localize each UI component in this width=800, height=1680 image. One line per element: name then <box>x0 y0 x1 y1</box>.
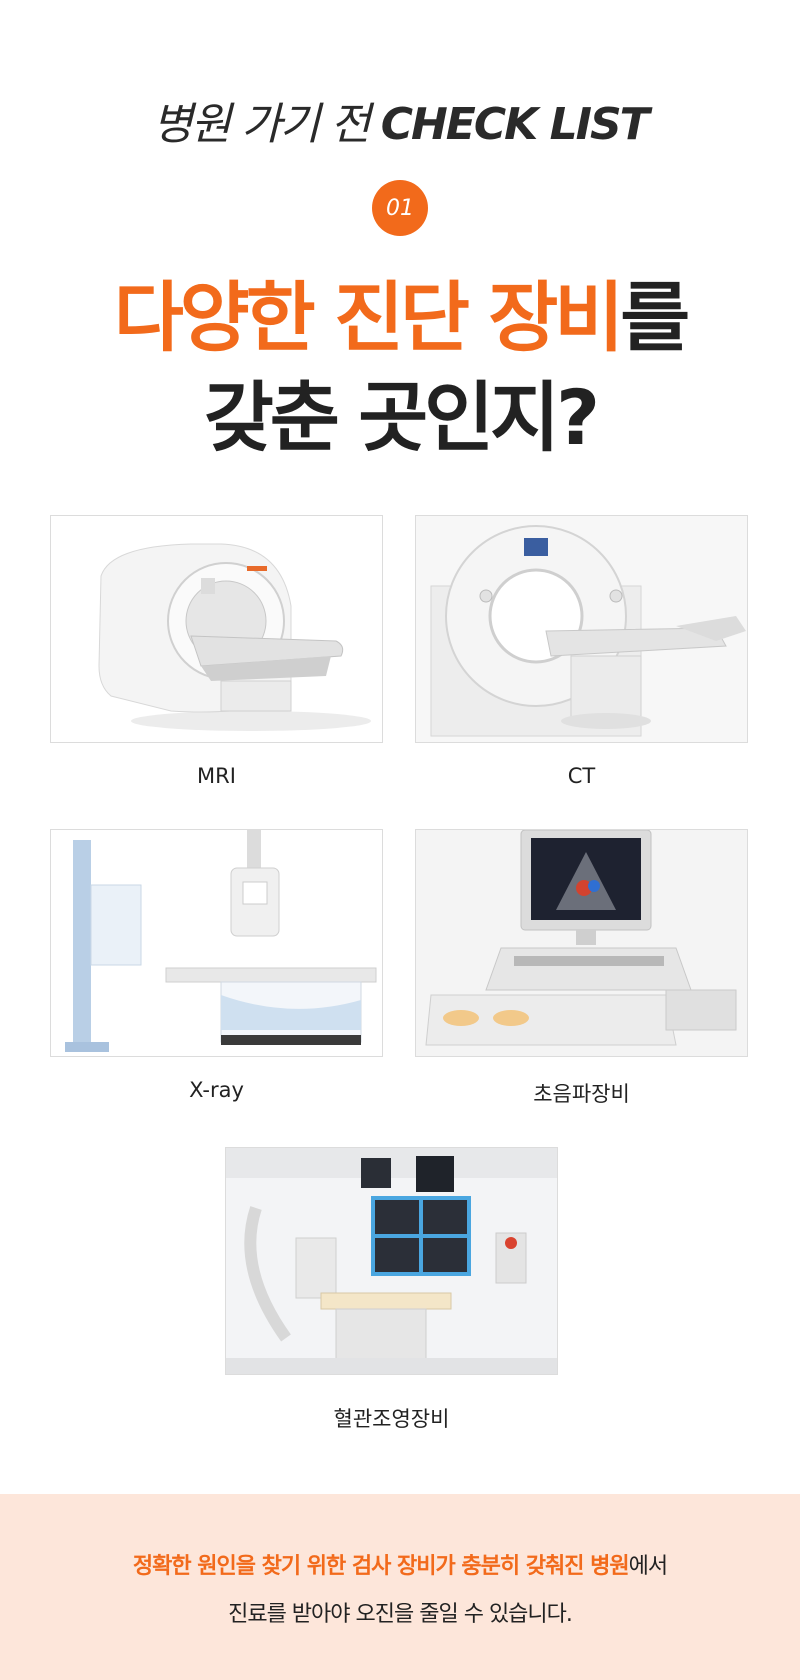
angiography-image <box>225 1147 558 1375</box>
summary-band <box>0 1494 800 1680</box>
headline-line1: 다양한 진단 장비를 <box>0 268 800 368</box>
title-light: 병원 가기 전 <box>152 99 370 150</box>
headline-line2: 갖춘 곳인지? <box>203 373 600 462</box>
headline-suffix: 를 <box>620 273 690 362</box>
ultrasound-machine-photo-icon <box>416 830 747 1056</box>
ct-label: CT <box>567 764 596 788</box>
xray-image <box>50 829 383 1057</box>
summary-line2: 진료를 받아야 오진을 줄일 수 있습니다. <box>228 1602 573 1627</box>
summary-line1: 정확한 원인을 찾기 위한 검사 장비가 충분히 갖춰진 병원에서 <box>0 1548 800 1580</box>
mri-machine-photo-icon <box>51 516 382 742</box>
headline-accent: 다양한 진단 장비 <box>113 273 624 362</box>
angiography-label: 혈관조영장비 <box>333 1407 450 1431</box>
ultrasound-label: 초음파장비 <box>533 1082 630 1106</box>
summary-accent: 정확한 원인을 찾기 위한 검사 장비가 충분히 갖춰진 병원 <box>132 1554 630 1579</box>
title-bold: CHECK LIST <box>380 99 650 150</box>
step-badge: 01 <box>372 180 428 236</box>
xray-label: X-ray <box>189 1078 244 1102</box>
angiography-room-photo-icon <box>226 1148 557 1374</box>
summary-suffix: 에서 <box>628 1554 668 1579</box>
ct-scanner-photo-icon <box>416 516 747 742</box>
xray-machine-photo-icon <box>51 830 382 1056</box>
mri-label: MRI <box>197 764 236 788</box>
mri-image <box>50 515 383 743</box>
headline: 다양한 진단 장비를 갖춘 곳인지? <box>0 268 800 468</box>
ct-image <box>415 515 748 743</box>
page-title: 병원 가기 전 CHECK LIST <box>0 88 800 152</box>
ultrasound-image <box>415 829 748 1057</box>
